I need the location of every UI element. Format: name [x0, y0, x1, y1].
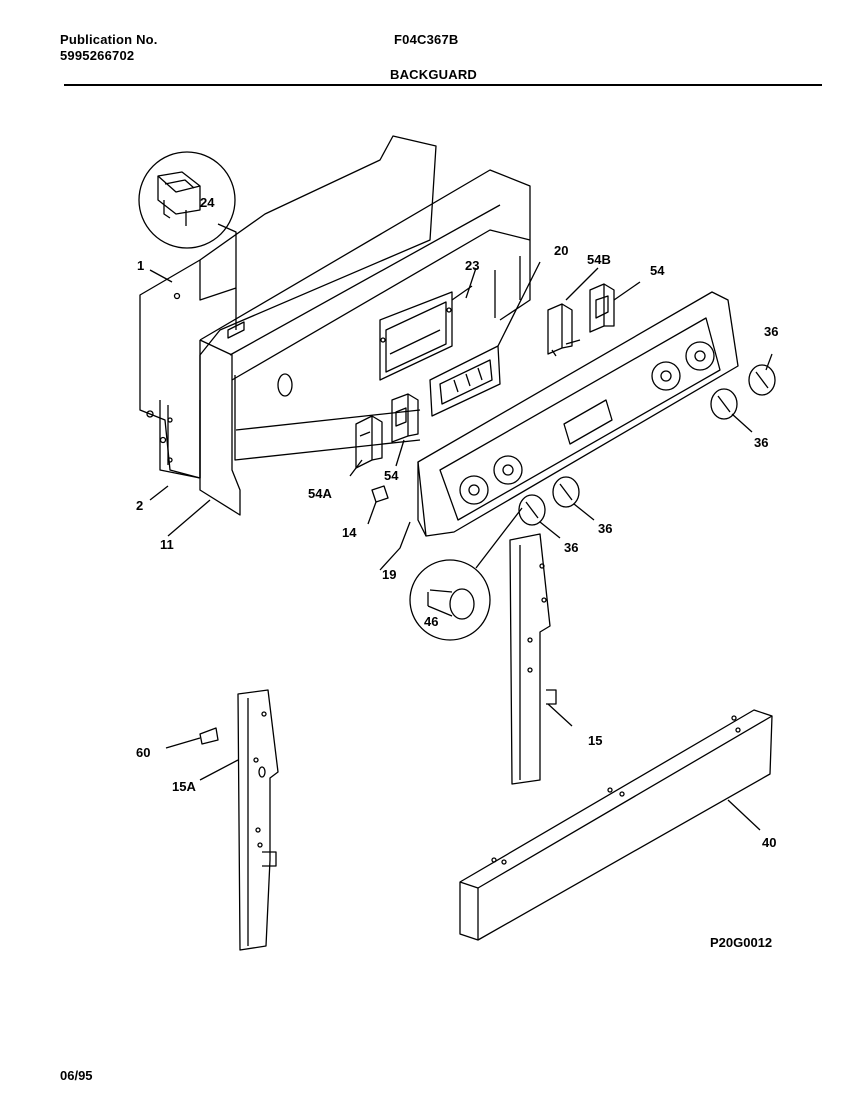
callout-19: 19 [382, 567, 396, 582]
backguard-trim [459, 709, 773, 941]
callout-54-top: 54 [650, 263, 665, 278]
callout-1: 1 [137, 258, 144, 273]
switch-54-top [589, 281, 641, 333]
publication-number: 5995266702 [60, 48, 135, 63]
switch-54-lower [391, 393, 419, 467]
backguard-housing [199, 169, 531, 516]
callout-36-b: 36 [754, 435, 768, 450]
footer-date: 06/95 [60, 1068, 93, 1083]
switch-54b [547, 267, 599, 357]
knob-detail-inset [409, 507, 523, 641]
knob-lower-left [518, 494, 561, 539]
callout-15a: 15A [172, 779, 196, 794]
rocker-switch-inset [138, 151, 237, 330]
indicator-switch-14 [367, 485, 389, 525]
figure-code: P20G0012 [710, 935, 772, 950]
callout-23: 23 [465, 258, 479, 273]
callout-15: 15 [588, 733, 602, 748]
callout-24: 24 [200, 195, 215, 210]
callout-54-mid: 54 [384, 468, 399, 483]
callout-46: 46 [424, 614, 438, 629]
callout-60: 60 [136, 745, 150, 760]
section-title: BACKGUARD [390, 67, 478, 82]
knob-mid-right [710, 388, 753, 433]
mounting-rail [159, 400, 201, 479]
callout-2: 2 [136, 498, 143, 513]
callout-54b: 54B [587, 252, 611, 267]
callout-36-c: 36 [598, 521, 612, 536]
control-panel [379, 291, 739, 571]
header-rule [64, 84, 822, 86]
callout-36-a: 36 [764, 324, 778, 339]
electronic-clock [429, 261, 541, 417]
side-bracket-right [509, 533, 573, 785]
knob-lower-mid [552, 476, 595, 521]
screw-60 [165, 727, 219, 749]
callout-14: 14 [342, 525, 357, 540]
callout-11: 11 [160, 537, 174, 552]
switch-54a [349, 415, 383, 477]
rear-panel [139, 135, 437, 479]
callout-20: 20 [554, 243, 568, 258]
callout-36-d: 36 [564, 540, 578, 555]
publication-label: Publication No. [60, 32, 158, 47]
clock-bracket [379, 285, 473, 381]
side-bracket-left [199, 689, 279, 951]
callout-54a: 54A [308, 486, 332, 501]
model-number: F04C367B [394, 32, 459, 47]
callout-labels: 1 2 11 24 23 20 54B 54 36 36 54 54A 14 3… [136, 195, 778, 950]
callout-40: 40 [762, 835, 776, 850]
knob-top-right [748, 353, 776, 396]
